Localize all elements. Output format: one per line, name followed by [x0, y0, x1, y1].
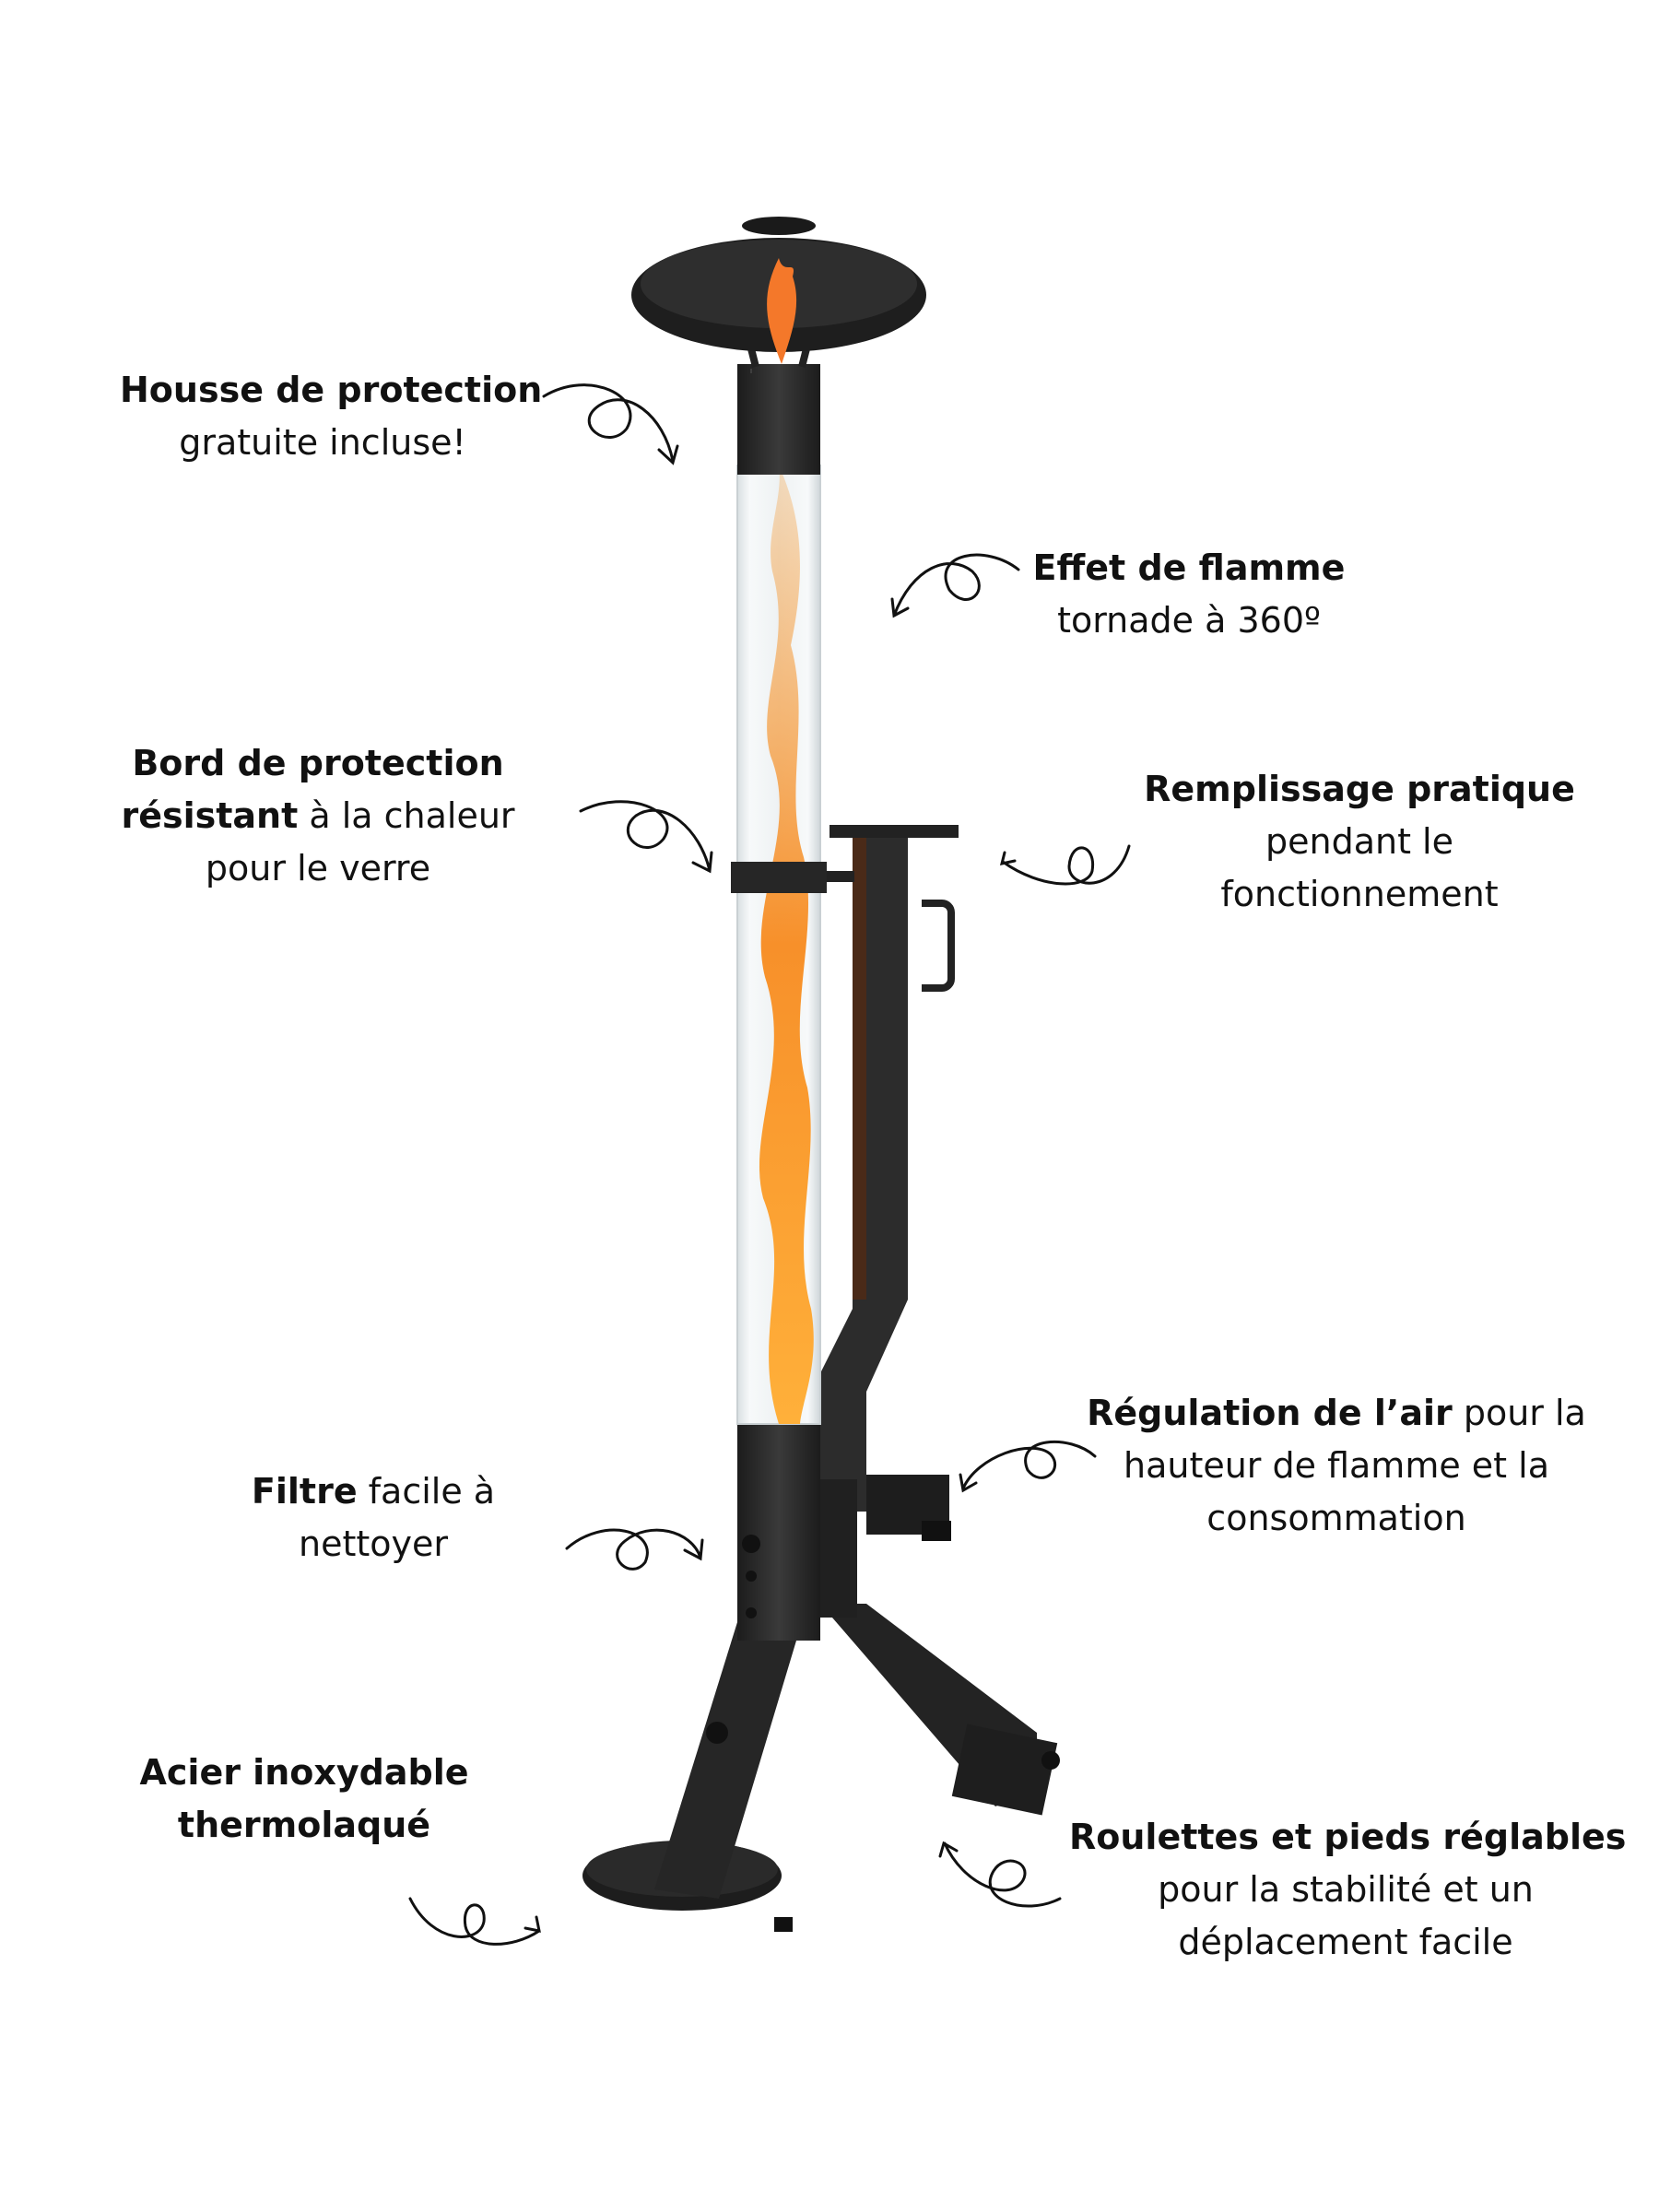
annotation-filtre-title: Filtre — [251, 1471, 358, 1512]
protective-collar — [731, 862, 827, 893]
flame — [759, 465, 814, 1424]
annotation-roulettes-title: Roulettes et pieds réglables — [1069, 1817, 1627, 1857]
annotation-effet-title: Effet de flamme — [1032, 547, 1346, 588]
annotation-roulettes-text1: pour la stabilité et un — [1158, 1869, 1534, 1910]
burner-base — [737, 1419, 820, 1641]
annotation-housse: Housse de protection gratuite incluse! — [120, 364, 542, 469]
annotation-regulation-title: Régulation de l’air — [1087, 1393, 1453, 1433]
annotation-filtre-text: nettoyer — [298, 1524, 448, 1564]
annotation-housse-text: gratuite incluse! — [179, 422, 466, 463]
annotation-regulation-text1: hauteur de flamme et la — [1123, 1445, 1549, 1486]
annotation-acier-bold: thermolaqué — [177, 1805, 431, 1845]
annotation-remplissage-title: Remplissage pratique — [1144, 769, 1575, 809]
annotation-bord: Bord de protection résistant à la chaleu… — [111, 737, 525, 895]
annotation-filtre-rest: facile à — [357, 1471, 496, 1512]
annotation-roulettes-text2: déplacement facile — [1178, 1922, 1513, 1962]
annotation-housse-title: Housse de protection — [120, 370, 543, 410]
annotation-regulation-rest: pour la — [1452, 1393, 1586, 1433]
annotation-roulettes: Roulettes et pieds réglables pour la sta… — [1069, 1811, 1626, 1969]
annotation-regulation-text2: consommation — [1206, 1498, 1466, 1538]
annotation-filtre: Filtre facile à nettoyer — [230, 1465, 516, 1571]
annotation-bord-text: pour le verre — [205, 848, 431, 888]
annotation-regulation: Régulation de l’air pour la hauteur de f… — [1078, 1387, 1594, 1545]
annotation-remplissage-text1: pendant le — [1265, 821, 1453, 862]
annotation-acier: Acier inoxydable thermolaqué — [129, 1747, 479, 1852]
annotation-remplissage-text2: fonctionnement — [1220, 874, 1499, 914]
annotation-effet: Effet de flamme tornade à 360º — [1023, 542, 1355, 647]
annotation-bord-rest: à la chaleur — [298, 795, 515, 836]
annotation-bord-title: Bord de protection — [132, 743, 504, 783]
front-leg — [654, 1622, 802, 1899]
annotation-bord-bold: résistant — [121, 795, 299, 836]
annotation-acier-title: Acier inoxydable — [139, 1752, 469, 1793]
annotation-effet-text: tornade à 360º — [1057, 600, 1321, 641]
annotation-remplissage: Remplissage pratique pendant le fonction… — [1129, 763, 1590, 921]
